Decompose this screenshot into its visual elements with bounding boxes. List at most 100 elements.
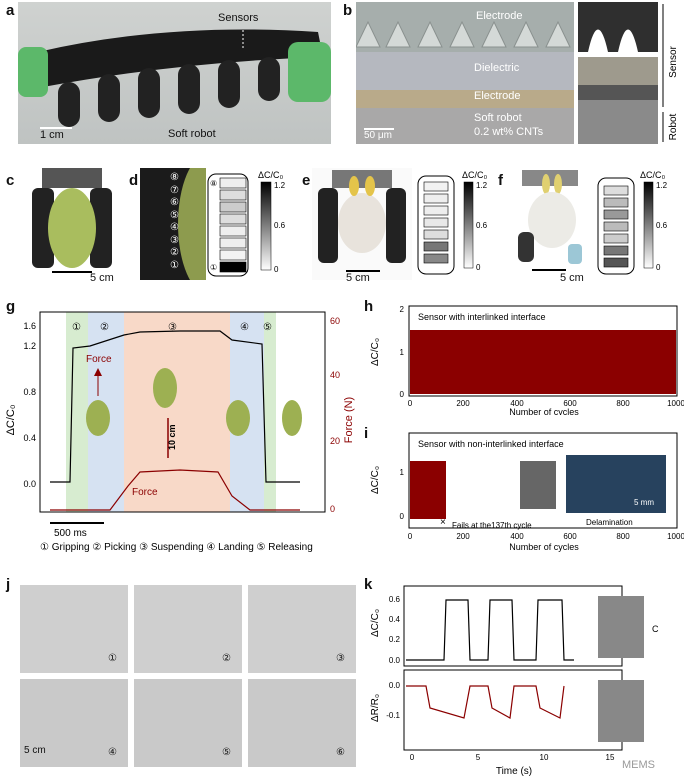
cb-title-e: ΔC/C₀ [462, 170, 488, 180]
k-xtick-3: 15 [606, 753, 615, 762]
panel-label-j: j [6, 576, 11, 593]
k-xtick-1: 5 [476, 753, 481, 762]
g-force-label-2: Force [132, 487, 158, 498]
photo-e [312, 168, 412, 280]
k-ytick-top-0: 0.0 [389, 656, 401, 665]
k-watermark: MEMS [622, 759, 655, 771]
i-xtick-1: 200 [456, 532, 470, 541]
photo-f [508, 168, 594, 280]
cb-tick-f-2: 0.6 [656, 221, 668, 230]
side-brackets: Sensor Robot [662, 4, 679, 142]
photo-c [22, 168, 122, 280]
scale-label-c: 5 cm [90, 272, 114, 284]
i-fail-marker: × [440, 517, 446, 528]
i-cycle-band [410, 461, 446, 519]
i-xtick-4: 800 [616, 532, 630, 541]
num-d-1: ① [170, 259, 179, 271]
sensors-label: Sensors [218, 12, 259, 24]
h-cycle-band [410, 330, 676, 394]
panel-label-d: d [129, 172, 139, 189]
i-title: Sensor with non-interlinked interface [418, 439, 564, 449]
heatmap-d: ⑧① ΔC/C₀ 1.2 0.6 0 [207, 170, 286, 277]
k-xlabel: Time (s) [496, 766, 532, 777]
panel-label-h: h [364, 298, 374, 315]
h-ytick-0: 0 [400, 390, 405, 399]
g-phase-4: ④ [240, 322, 249, 333]
num-d-2: ② [170, 247, 179, 258]
j-frame-4: ④ [108, 747, 117, 758]
panel-label-a: a [6, 2, 15, 19]
g-phase-1: ① [72, 322, 81, 333]
electrode-label-1: Electrode [476, 10, 523, 22]
num-d-7: ⑦ [170, 184, 179, 196]
k-ytick-top-3: 0.6 [389, 595, 401, 604]
sensor-side-label: Sensor [668, 45, 679, 77]
photo-b-sem: Electrode Dielectric Electrode Soft robo… [356, 2, 574, 144]
cb-tick-e-2: 0.6 [476, 221, 488, 230]
panel-label-i: i [364, 425, 369, 442]
g-ylabel-left: ΔC/C₀ [5, 405, 17, 436]
svg-text:⑧: ⑧ [210, 179, 217, 188]
num-d-4: ④ [170, 222, 179, 233]
num-d-8: ⑧ [170, 172, 179, 183]
h-xtick-0: 0 [408, 399, 413, 408]
g-ylabel-right: Force (N) [343, 397, 355, 443]
k-ytick-top-2: 0.4 [389, 615, 401, 624]
g-phase-3: ③ [168, 322, 177, 333]
g-force-line [50, 469, 300, 511]
g-ytick-3: 1.2 [23, 341, 36, 351]
panel-label-b: b [343, 2, 353, 19]
j-frame-3: ③ [336, 653, 345, 664]
k-xtick-0: 0 [410, 753, 415, 762]
chart-k: ΔC/C₀ ΔR/R₀ 0.0 0.2 0.4 0.6 -0.1 0.0 0 5… [370, 585, 659, 777]
panel-label-c: c [6, 172, 15, 189]
h-xtick-1: 200 [456, 399, 470, 408]
i-delam-label: Delamination [586, 518, 633, 527]
scale-label-e: 5 cm [346, 272, 370, 284]
heatmap-f: ΔC/C₀ 1.2 0.6 0 [597, 170, 668, 275]
heatmap-e: ΔC/C₀ 1.2 0.6 0 [417, 170, 488, 275]
chart-i: Sensor with non-interlinked interface ΔC… [370, 432, 684, 552]
k-ylabel-bot: ΔR/R₀ [370, 694, 381, 722]
h-ytick-1: 1 [400, 348, 405, 357]
electrode-label-2: Electrode [474, 90, 521, 102]
g-rtick-1: 20 [330, 436, 340, 446]
photo-a: Sensors 1 cm Soft robot [18, 2, 331, 144]
k-c-label: C [652, 624, 659, 634]
num-d-5: ⑤ [170, 209, 179, 221]
panel-label-f: f [498, 172, 503, 189]
h-ylabel: ΔC/C₀ [370, 338, 381, 366]
soft-robot-label: Soft robot [168, 128, 216, 140]
g-rtick-2: 40 [330, 370, 340, 380]
k-resistance-line [406, 685, 565, 719]
g-capacitance-line [50, 330, 300, 483]
dielectric-label: Dielectric [474, 62, 520, 74]
schematic-b [578, 2, 658, 144]
cb-tick-d-3: 0 [274, 265, 279, 274]
g-legend: ① Gripping ② Picking ③ Suspending ④ Land… [40, 542, 313, 553]
cb-title-f: ΔC/C₀ [640, 170, 666, 180]
h-xtick-3: 600 [563, 399, 577, 408]
scale-label-a: 1 cm [40, 129, 64, 141]
panel-label-k: k [364, 576, 373, 593]
g-rtick-0: 0 [330, 504, 335, 514]
g-dist-label: 10 cm [167, 424, 177, 450]
h-xlabel: Number of cycles [509, 407, 579, 415]
g-ytick-0: 0.0 [23, 479, 36, 489]
photo-d: ⑧ ⑦ ⑥ ⑤ ④ ③ ② ① [140, 168, 206, 280]
j-frame-6: ⑥ [336, 747, 345, 758]
k-ytick-bot-0: -0.1 [386, 711, 400, 720]
scale-label-f: 5 cm [560, 272, 584, 284]
robot-side-label: Robot [668, 113, 679, 140]
cb-tick-f-3: 0 [656, 263, 661, 272]
cb-tick-d-2: 0.6 [274, 221, 286, 230]
panel-label-e: e [302, 172, 311, 189]
soft-robot-illustration [18, 29, 331, 129]
k-ytick-bot-1: 0.0 [389, 681, 401, 690]
k-ytick-top-1: 0.2 [389, 635, 401, 644]
h-title: Sensor with interlinked interface [418, 312, 546, 322]
num-d-3: ③ [170, 234, 179, 246]
h-xtick-5: 1000 [667, 399, 684, 408]
cb-tick-e-1: 1.2 [476, 181, 488, 190]
photo-j: ① ② ③ ④ ⑤ ⑥ 5 cm [20, 585, 360, 770]
